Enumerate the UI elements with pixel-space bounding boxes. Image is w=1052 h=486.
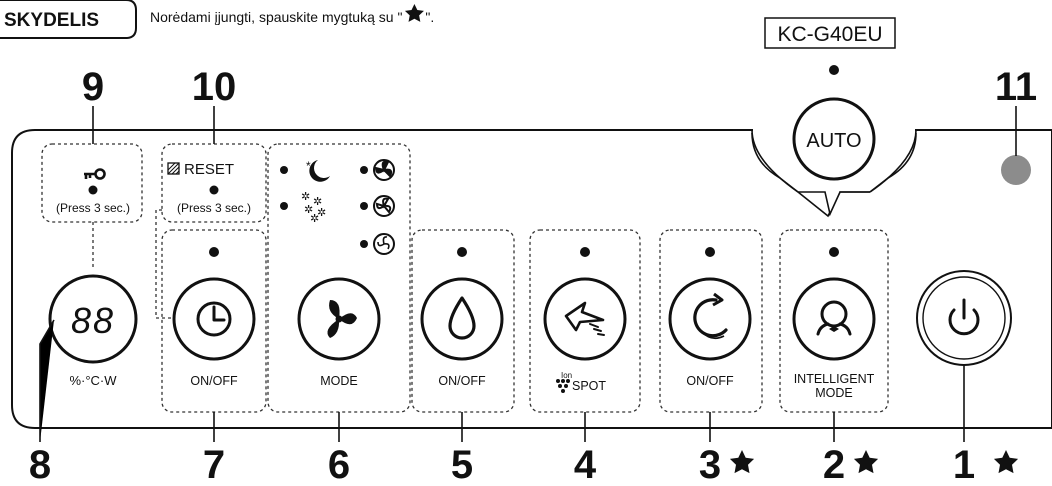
child-lock-indicator-dot: [88, 185, 98, 195]
person-icon: [816, 300, 852, 336]
display-units-label: %·°C·W: [69, 373, 117, 388]
water-drop-icon: [448, 296, 476, 340]
pollen-sparkle-icon: ✲ ✲ ✲ ✲ ✲: [301, 191, 326, 225]
mode-button[interactable]: [297, 277, 381, 361]
header-tab: SKYDELIS: [0, 0, 137, 39]
auto-indicator-dot: [829, 65, 839, 75]
callout-7: 7: [203, 443, 225, 486]
intelligent-mode-button[interactable]: [792, 277, 876, 361]
mode-label: MODE: [320, 374, 358, 388]
callout-3: 3: [699, 443, 721, 486]
callout-1: 1: [953, 443, 975, 486]
reset-label: RESET: [184, 161, 234, 178]
svg-text:✲: ✲: [301, 191, 310, 203]
intelligent-label-line2: MODE: [815, 386, 853, 400]
reset-indicator-dot: [209, 185, 219, 195]
key-icon: [84, 168, 106, 180]
svg-text:✲: ✲: [310, 213, 319, 225]
clock-icon: [196, 301, 232, 337]
swing-indicator-dot: [705, 247, 715, 257]
spot-arrow-icon: [564, 301, 605, 336]
model-name: KC-G40EU: [777, 23, 882, 46]
filter-reset-icon: [167, 162, 180, 175]
callout-2: 2: [823, 443, 845, 486]
humidify-indicator-dot: [457, 247, 467, 257]
spot-indicator-dot: [580, 247, 590, 257]
fan-low-icon: [373, 233, 395, 255]
header-note-text-before: Norėdami įjungti, spauskite mygtuką su ": [150, 9, 402, 25]
group-spot: [529, 229, 641, 413]
star-icon: [404, 4, 424, 22]
fan-icon: [327, 300, 357, 338]
svg-text:✲: ✲: [304, 204, 313, 216]
humidify-label: ON/OFF: [438, 374, 486, 388]
model-name-box: [764, 17, 896, 49]
callout-5: 5: [451, 443, 473, 486]
power-icon: [948, 298, 980, 336]
mode-indicators: * ✲ ✲ ✲ ✲ ✲: [280, 159, 395, 255]
star-icon-2: [853, 450, 879, 474]
svg-text:✲: ✲: [313, 196, 322, 208]
header-tab-label: SKYDELIS: [4, 10, 99, 31]
callout-4: 4: [574, 443, 597, 486]
timer-indicator-dot: [209, 247, 219, 257]
display-digits: 88: [71, 300, 115, 341]
timer-button[interactable]: [172, 277, 256, 361]
svg-text:✲: ✲: [317, 207, 326, 219]
intelligent-label-line1: INTELLIGENT: [794, 372, 875, 386]
callout-6: 6: [328, 443, 350, 486]
intelligent-indicator-dot: [829, 247, 839, 257]
callout-11: 11: [995, 65, 1037, 109]
leader-10-dashed: [155, 209, 176, 319]
auto-button[interactable]: AUTO: [792, 97, 876, 181]
timer-label: ON/OFF: [190, 374, 238, 388]
callout-8: 8: [29, 443, 51, 486]
swing-arrow-icon: [693, 292, 728, 340]
spot-button[interactable]: [543, 277, 627, 361]
swing-label: ON/OFF: [686, 374, 734, 388]
svg-text:*: *: [306, 159, 311, 173]
spot-label: SPOT: [572, 379, 606, 393]
callout-10: 10: [192, 65, 237, 109]
header-note-text-after: ".: [425, 9, 434, 25]
leader-lines: [39, 106, 1017, 442]
child-lock-press-note: (Press 3 sec.): [56, 201, 130, 215]
ion-label: Ion: [561, 371, 572, 380]
light-sensor: [1001, 155, 1031, 185]
sleep-moon-icon: *: [306, 159, 330, 182]
model-callout: KC-G40EU: [764, 17, 896, 75]
fan-max-icon: [373, 159, 395, 181]
display-button[interactable]: 88: [48, 274, 138, 364]
auto-button-label: AUTO: [806, 130, 861, 152]
power-button[interactable]: [916, 270, 1012, 366]
fan-medium-icon: [373, 195, 395, 217]
humidify-button[interactable]: [420, 277, 504, 361]
star-icon-1: [993, 450, 1019, 474]
callout-9: 9: [82, 65, 104, 109]
header-note: Norėdami įjungti, spauskite mygtuką su "…: [150, 4, 434, 25]
ion-spot-icon: Ion: [556, 371, 572, 393]
swing-button[interactable]: [668, 277, 752, 361]
reset-press-note: (Press 3 sec.): [177, 201, 251, 215]
panel-body: [11, 129, 1052, 429]
star-icon-3: [729, 450, 755, 474]
